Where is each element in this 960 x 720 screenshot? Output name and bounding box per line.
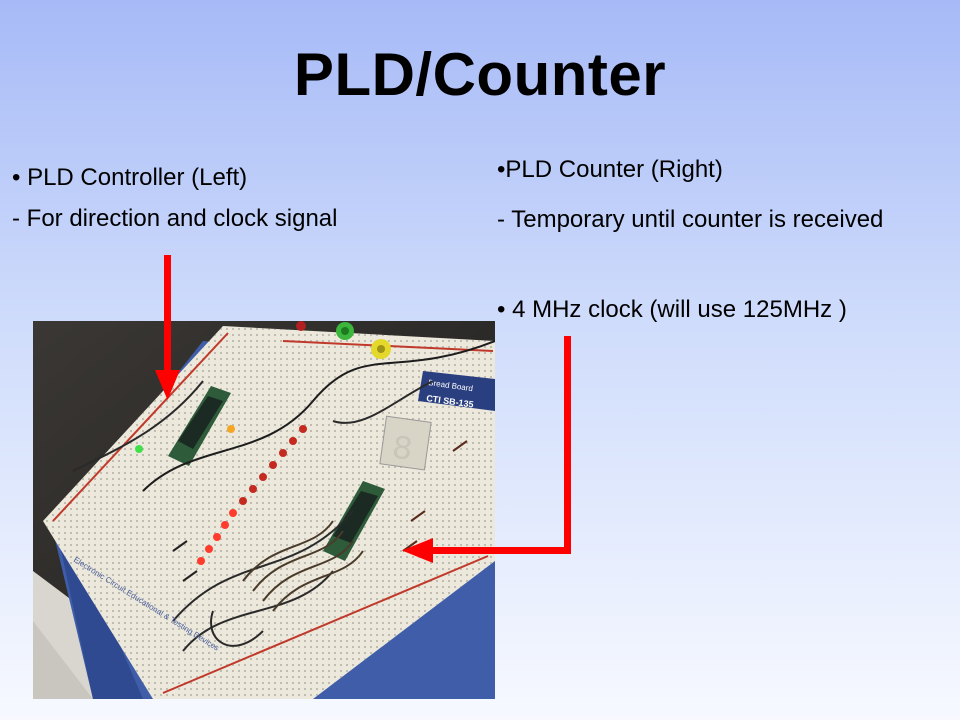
left-bullet-pld-controller: • PLD Controller (Left) bbox=[12, 164, 248, 191]
right-bullet-pld-counter: •PLD Counter (Right) bbox=[497, 156, 723, 183]
breadboard-photo: 8 Bread Board CTI SB-135 bbox=[33, 321, 495, 699]
slide-title: PLD/Counter bbox=[293, 41, 667, 108]
right-sub-bullet-temporary: - Temporary until counter is received bbox=[497, 206, 884, 233]
right-bullet-clock: • 4 MHz clock (will use 125MHz ) bbox=[497, 296, 847, 323]
left-sub-bullet-direction-clock: - For direction and clock signal bbox=[12, 205, 338, 232]
